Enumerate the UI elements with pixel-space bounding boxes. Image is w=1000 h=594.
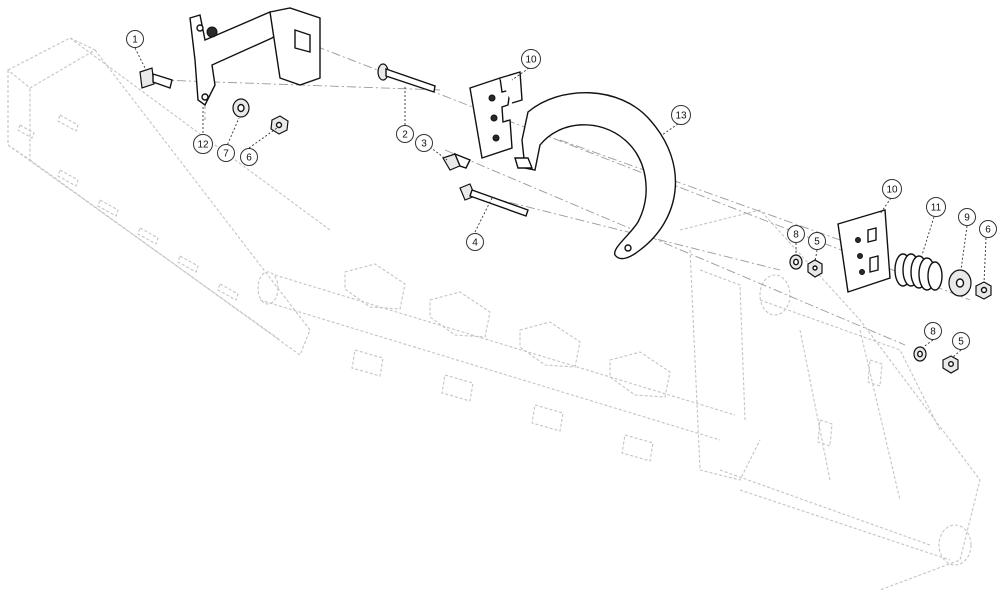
callout-10-upper-label: 10 <box>525 55 537 66</box>
callout-11-label: 11 <box>931 203 942 214</box>
callout-9-label: 9 <box>964 213 970 224</box>
callout-7-label: 7 <box>223 149 229 160</box>
callout-9: 9 <box>958 208 976 226</box>
part-7-washer <box>232 98 250 118</box>
part-5-nut-upper <box>807 259 823 278</box>
callout-8-upper-label: 8 <box>793 230 799 241</box>
part-4-long-bolt <box>459 183 529 217</box>
callout-8-lower-label: 8 <box>930 327 936 338</box>
callout-5-lower: 5 <box>952 332 970 350</box>
callout-3-label: 3 <box>421 139 427 150</box>
callout-3: 3 <box>415 134 433 152</box>
callout-4: 4 <box>466 233 484 251</box>
callout-6-right: 6 <box>979 220 997 238</box>
part-8-washer-lower <box>913 346 927 362</box>
callout-8-lower: 8 <box>924 322 942 340</box>
callout-13: 13 <box>671 105 691 125</box>
part-12-bracket <box>189 7 321 107</box>
part-10-plate-lower <box>837 209 891 293</box>
part-6-nut <box>270 115 289 135</box>
callout-5-upper: 5 <box>808 232 826 250</box>
callout-10-lower-label: 10 <box>886 185 898 196</box>
callout-6-right-label: 6 <box>985 225 991 236</box>
ghost-frame <box>7 37 981 591</box>
callout-2-label: 2 <box>402 130 408 141</box>
callout-7: 7 <box>217 144 235 162</box>
callout-8-upper: 8 <box>787 225 805 243</box>
callout-6-left: 6 <box>240 148 258 166</box>
part-2-pin <box>377 63 436 93</box>
callout-1: 1 <box>126 30 144 48</box>
part-13-hook <box>514 91 677 260</box>
part-6-nut-right <box>975 281 992 300</box>
part-1-bolt <box>139 67 173 89</box>
callout-2: 2 <box>396 125 414 143</box>
part-8-washer-upper <box>789 254 803 270</box>
callout-12-label: 12 <box>197 140 209 151</box>
callout-12: 12 <box>193 134 213 154</box>
leader-lines <box>134 47 987 359</box>
callout-11: 11 <box>926 197 946 217</box>
part-3-bushing <box>442 152 471 171</box>
part-9-washer <box>948 269 972 297</box>
part-11-spring <box>894 253 943 291</box>
callout-10-lower: 10 <box>882 179 902 199</box>
callout-4-label: 4 <box>472 238 478 249</box>
callout-5-upper-label: 5 <box>814 237 820 248</box>
assembly-axes <box>159 39 971 346</box>
callout-5-lower-label: 5 <box>958 337 964 348</box>
part-10-plate-upper <box>469 71 523 159</box>
callout-13-label: 13 <box>675 111 687 122</box>
callout-10-upper: 10 <box>521 49 541 69</box>
callout-6-left-label: 6 <box>246 153 252 164</box>
part-5-nut-lower <box>942 355 959 374</box>
callout-1-label: 1 <box>132 35 138 46</box>
